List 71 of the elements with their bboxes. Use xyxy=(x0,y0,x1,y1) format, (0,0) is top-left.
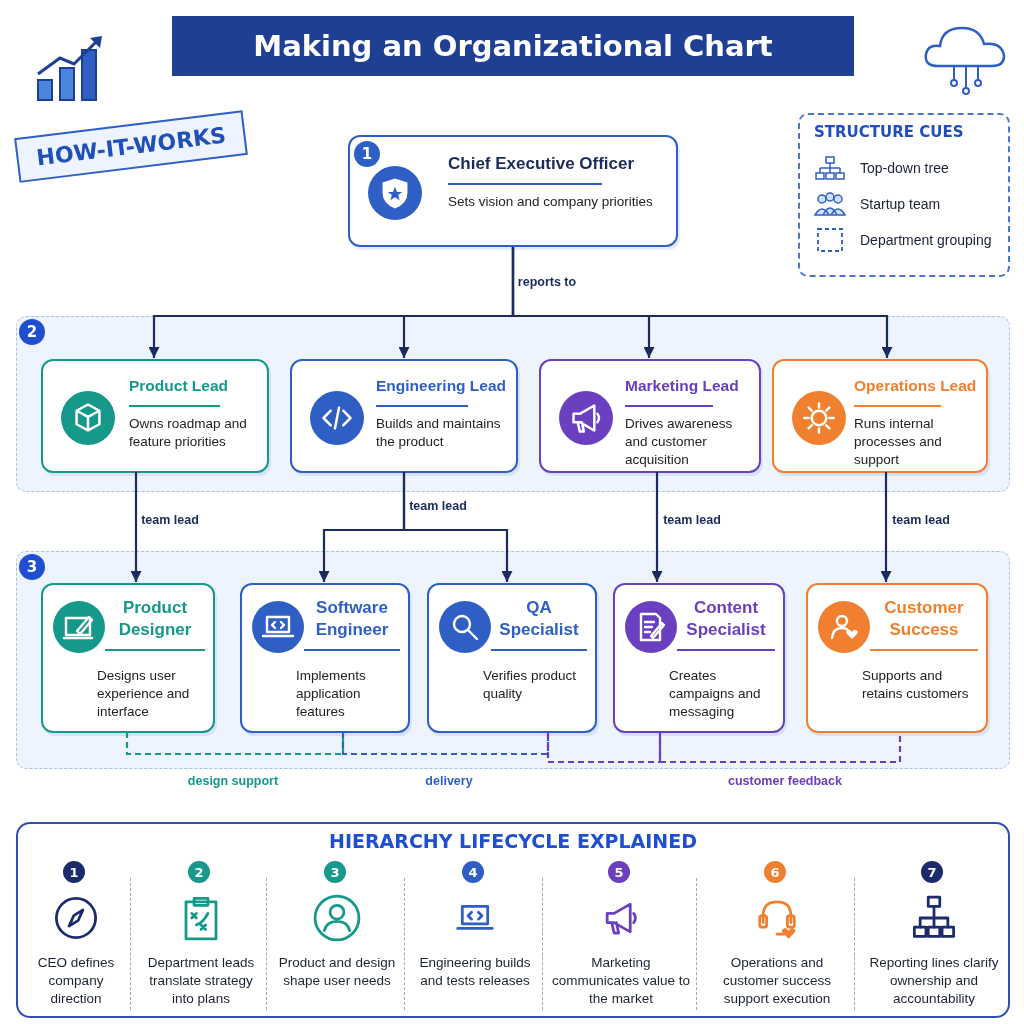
role-title: Operations Lead xyxy=(854,376,978,396)
arrow xyxy=(402,472,513,582)
role-description: Designs user experience and interface xyxy=(96,667,191,721)
step-caption: Reporting lines clarify ownership and accountability xyxy=(868,954,1000,1008)
arrow xyxy=(880,472,892,582)
panel-title: HIERARCHY LIFECYCLE EXPLAINED xyxy=(328,830,698,852)
role-description: Drives awareness and customer acquisition xyxy=(625,415,734,469)
role-card xyxy=(348,135,678,247)
role-title: Engineering Lead xyxy=(376,376,508,396)
step-caption: Product and design shape user needs xyxy=(277,954,397,990)
step-caption: Operations and customer success support execution xyxy=(721,954,832,1008)
role-title: Software Engineer xyxy=(314,597,390,641)
role-card xyxy=(613,583,785,733)
arrow xyxy=(651,472,663,582)
number-badge: 4 xyxy=(462,861,484,883)
role-card xyxy=(427,583,597,733)
edge-label: customer feedback xyxy=(725,774,845,788)
legend-title: STRUCTURE CUES xyxy=(814,123,964,141)
level-band xyxy=(16,316,1010,492)
legend-label: Top-down tree xyxy=(860,160,949,176)
edge-label: team lead xyxy=(406,499,470,513)
role-description: Verifies product quality xyxy=(482,667,578,703)
role-title: QA Specialist xyxy=(498,597,580,641)
step-caption: Department leads translate strategy into plans xyxy=(146,954,256,1008)
role-description: Creates campaigns and messaging xyxy=(668,667,762,721)
role-card xyxy=(240,583,410,733)
edge-label: team lead xyxy=(889,513,953,527)
step-caption: Engineering builds and tests releases xyxy=(418,954,532,990)
role-card xyxy=(41,359,269,473)
role-card xyxy=(290,359,518,473)
role-description: Builds and maintains the product xyxy=(376,415,502,451)
arrow xyxy=(511,247,893,358)
role-description: Supports and retains customers xyxy=(861,667,970,703)
number-badge: 3 xyxy=(324,861,346,883)
role-card xyxy=(539,359,761,473)
role-card xyxy=(772,359,988,473)
role-description: Owns roadmap and feature priorities xyxy=(129,415,248,451)
step-caption: CEO defines company direction xyxy=(36,954,116,1008)
number-badge: 3 xyxy=(19,554,45,580)
number-badge: 1 xyxy=(354,141,380,167)
role-title: Chief Executive Officer xyxy=(448,153,636,175)
role-card xyxy=(806,583,988,733)
legend-label: Department grouping xyxy=(860,232,992,248)
step-caption: Marketing communicates value to the market xyxy=(550,954,692,1008)
number-badge: 5 xyxy=(608,861,630,883)
number-badge: 7 xyxy=(921,861,943,883)
number-badge: 2 xyxy=(188,861,210,883)
edge-label: team lead xyxy=(660,513,724,527)
dashed-connector xyxy=(125,732,345,756)
role-title: Content Specialist xyxy=(685,597,767,641)
arrow xyxy=(130,472,142,582)
number-badge: 6 xyxy=(764,861,786,883)
number-badge: 2 xyxy=(19,319,45,345)
edge-label: delivery xyxy=(422,774,476,788)
edge-label: team lead xyxy=(138,513,202,527)
role-card xyxy=(41,583,215,733)
role-title: Product Lead xyxy=(129,376,230,396)
role-title: Product Designer xyxy=(117,597,193,641)
role-description: Implements application features xyxy=(295,667,367,721)
dashed-connector xyxy=(658,732,902,764)
role-description: Runs internal processes and support xyxy=(854,415,943,469)
number-badge: 1 xyxy=(63,861,85,883)
level-band xyxy=(16,551,1010,769)
role-description: Sets vision and company priorities xyxy=(448,193,654,211)
role-title: Marketing Lead xyxy=(625,376,740,396)
legend-label: Startup team xyxy=(860,196,941,212)
title-banner: Making an Organizational Chart xyxy=(172,16,854,76)
role-title: Customer Success xyxy=(883,597,965,641)
lifecycle-panel xyxy=(16,822,1010,1018)
dashed-connector xyxy=(546,732,662,764)
dashed-connector xyxy=(341,732,550,756)
